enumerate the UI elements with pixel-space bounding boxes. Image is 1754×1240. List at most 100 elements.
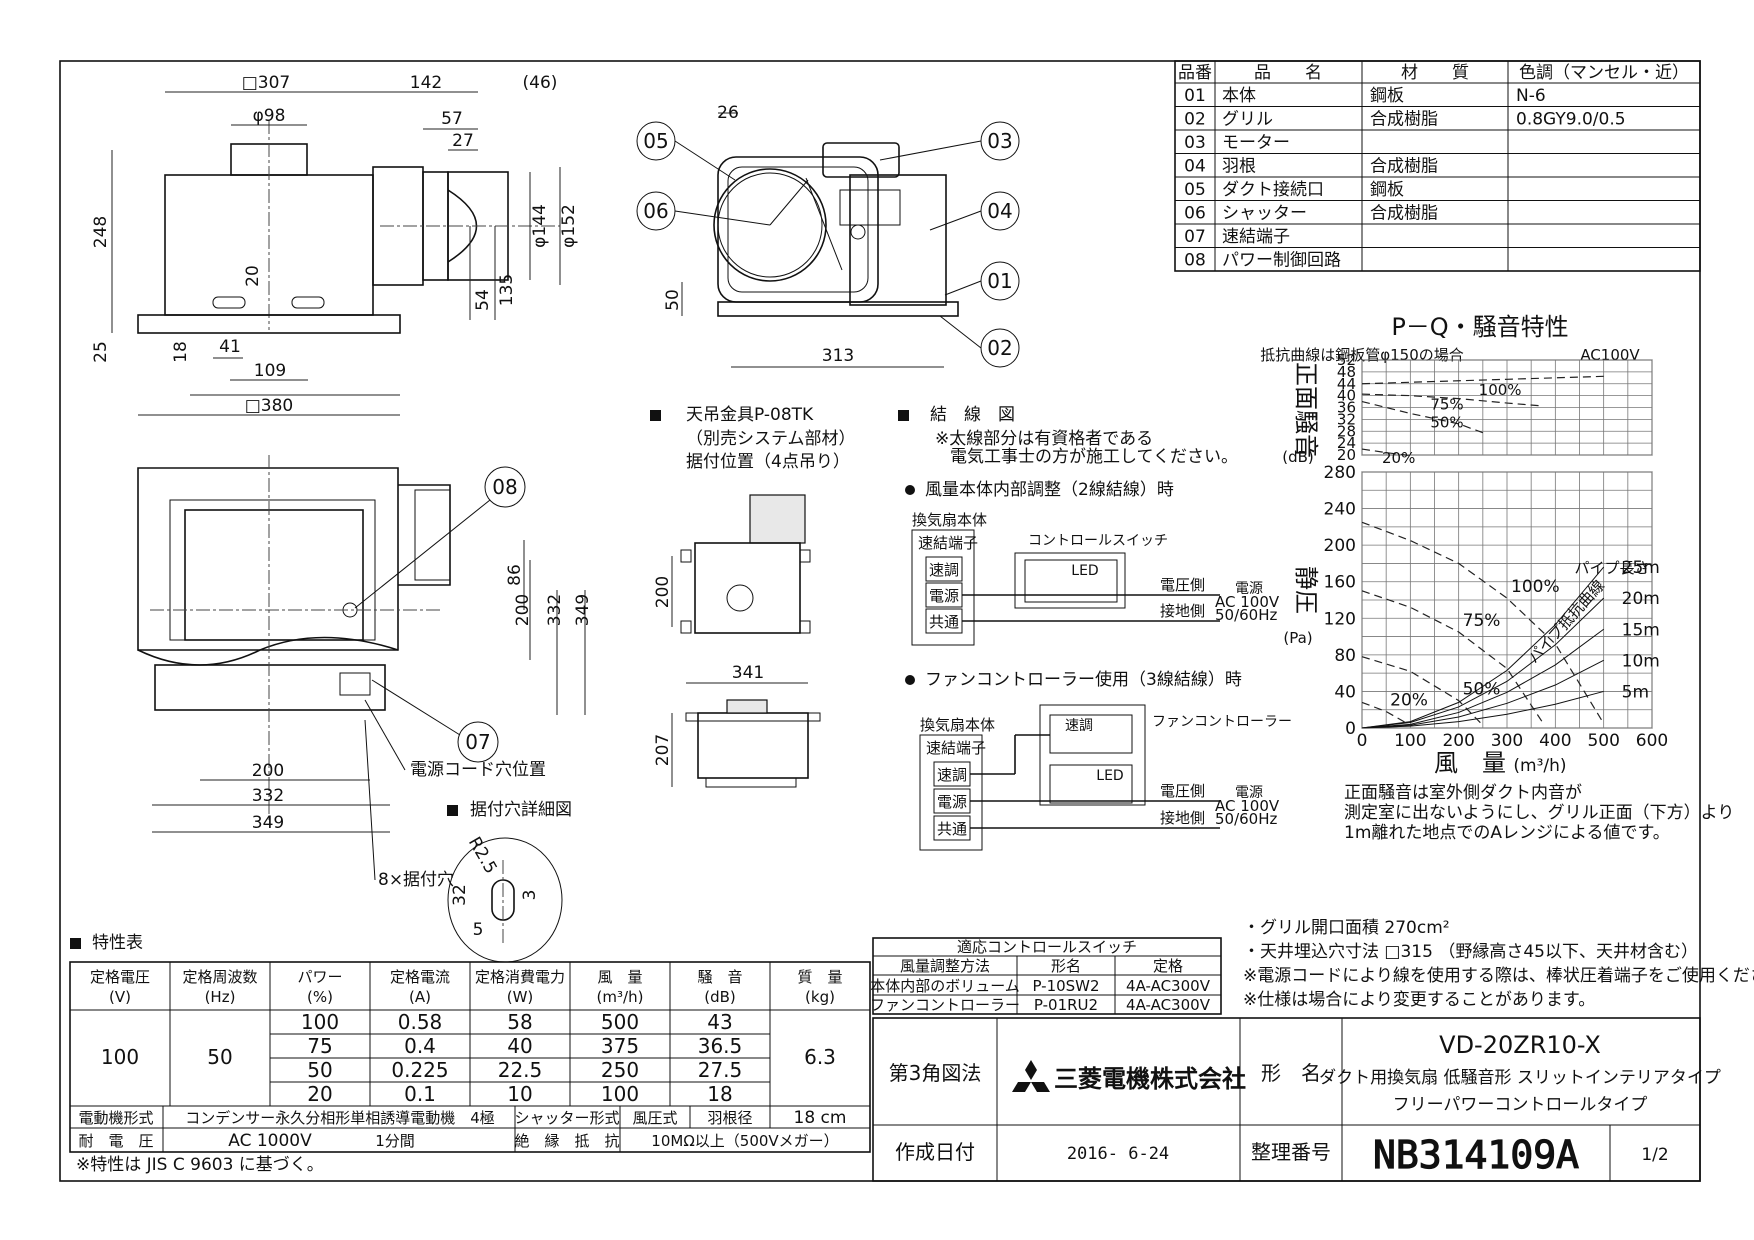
control-switch-title: 適応コントロールスイッチ — [957, 938, 1137, 956]
spec-cell-current: 0.4 — [404, 1034, 436, 1058]
wiring-case2-freq: 50/60Hz — [1215, 810, 1278, 828]
spec-cell-current: 0.1 — [404, 1082, 436, 1106]
pipe-curve-label: 25m — [1622, 558, 1660, 578]
wiring-case1-volt: 電圧側 — [1160, 576, 1205, 594]
side-dim-135: 135 — [497, 274, 517, 306]
spec-cell-watt: 10 — [507, 1082, 532, 1106]
control-switch-r2-model: P-01RU2 — [1034, 996, 1098, 1014]
wiring-case1-led: LED — [1071, 563, 1098, 579]
pq-note-1: 正面騒音は室外側ダクト内音が — [1344, 783, 1582, 803]
spec-header: 定格電圧 — [90, 968, 150, 986]
spec-header-unit: (V) — [109, 988, 131, 1006]
spec-header: パワー — [297, 968, 342, 986]
hanger-dim-207: 207 — [653, 734, 673, 766]
pipe-curve-line — [1361, 566, 1605, 729]
parts-row-no: 05 — [1184, 180, 1206, 200]
pq-x-tick: 200 — [1442, 731, 1474, 751]
control-switch-h1: 風量調整方法 — [900, 957, 990, 975]
pq-y-tick: 40 — [1334, 682, 1356, 702]
pipe-curve-label: 5m — [1622, 682, 1649, 702]
hole-dim-3: 3 — [520, 890, 540, 901]
noise-tick: 40 — [1337, 387, 1356, 405]
pq-x-tick: 100 — [1394, 731, 1426, 751]
wiring-case1-t3: 共通 — [929, 613, 959, 631]
parts-row-no: 01 — [1184, 86, 1206, 106]
side-dim-20: 20 — [243, 265, 263, 287]
spec-header-unit: (W) — [507, 988, 534, 1006]
front-dim-50: 50 — [663, 289, 683, 311]
pressure-axis-label: 静圧 — [1292, 566, 1320, 614]
side-dim-57: 57 — [441, 109, 463, 129]
wiring-case1-title: 風量本体内部調整（2線結線）時 — [925, 480, 1174, 500]
parts-header-no: 品番 — [1178, 63, 1212, 83]
callout-06-label: 06 — [643, 199, 668, 223]
spec-withstand-time: 1分間 — [375, 1132, 415, 1150]
control-switch-r1-method: 本体内部のボリューム — [870, 977, 1020, 995]
hole-detail-title: 据付穴詳細図 — [470, 800, 572, 820]
title-model: VD-20ZR10-X — [1439, 1031, 1601, 1059]
pq-x-tick: 500 — [1587, 731, 1619, 751]
spec-insulation-value: 10MΩ以上（500Vメガー） — [651, 1132, 838, 1150]
spec-cell-power: 20 — [307, 1082, 332, 1106]
title-date: 2016- 6-24 — [1067, 1144, 1169, 1164]
spec-header-unit: (%) — [307, 988, 333, 1006]
wiring-case2-spec: AC 100V — [1215, 797, 1280, 815]
wiring-case1-switch: コントロールスイッチ — [1028, 533, 1168, 549]
wiring-case1-freq: 50/60Hz — [1215, 606, 1278, 624]
pq-series-line — [1361, 590, 1544, 724]
pq-series-label: 50% — [1463, 680, 1501, 700]
parts-row-no: 07 — [1184, 227, 1206, 247]
side-dim-307: □307 — [242, 73, 291, 93]
pq-series-label: 75% — [1463, 611, 1501, 631]
title-description-1: ダクト用換気扇 低騒音形 スリットインテリアタイプ — [1319, 1068, 1721, 1088]
wiring-case1-t2: 電源 — [929, 587, 959, 605]
spec-cell-power: 75 — [307, 1034, 332, 1058]
spec-cell-noise: 18 — [707, 1082, 732, 1106]
spec-cell-flow: 375 — [601, 1034, 639, 1058]
noise-tick: 20 — [1337, 446, 1356, 464]
hanger-note2: 据付位置（4点吊り） — [686, 452, 850, 472]
spec-motor-label: 電動機形式 — [78, 1109, 153, 1127]
pipe-curve-line — [1361, 659, 1604, 729]
hanger-dim-341: 341 — [732, 663, 764, 683]
pq-y-tick: 0 — [1345, 719, 1356, 739]
pipe-length-label: パイプ長さ — [1574, 559, 1649, 577]
spec-motor-value: コンデンサー永久分相形単相誘導電動機 4極 — [185, 1109, 495, 1127]
noise-tick: 44 — [1337, 375, 1356, 393]
pipe-curve-line — [1361, 597, 1605, 729]
wiring-case1-terminal: 速結端子 — [918, 534, 978, 552]
callout-07 — [457, 721, 499, 763]
hanger-view: 天吊金具P-08TK （別売システム部材） 据付位置（4点吊り） 200 341… — [650, 405, 856, 788]
spec-header: 風 量 — [597, 968, 642, 986]
hole-dim-32: 32 — [450, 884, 470, 906]
note-2: ・天井埋込穴寸法 □315 （野縁高さ45以下、天井材含む） — [1243, 942, 1698, 962]
callout-05-label: 05 — [643, 129, 668, 153]
spec-header-unit: (kg) — [805, 988, 835, 1006]
spec-table: 特性表 定格電圧(V)定格周波数(Hz)パワー(%)定格電流(A)定格消費電力(… — [69, 933, 871, 1175]
control-switch-h3: 定格 — [1153, 957, 1183, 975]
side-dim-98: φ98 — [253, 106, 286, 126]
parts-row-name: 速結端子 — [1222, 227, 1290, 247]
side-dim-142: 142 — [410, 73, 442, 93]
parts-row-no: 08 — [1184, 251, 1206, 271]
spec-cell-noise: 43 — [707, 1010, 732, 1034]
wiring-case2-body: 換気扇本体 — [920, 716, 995, 734]
side-dim-27: 27 — [452, 131, 474, 151]
spec-voltage: 100 — [101, 1045, 139, 1069]
pq-note-3: 1m離れた地点でのAレンジによる値です。 — [1344, 823, 1670, 843]
spec-cell-flow: 100 — [601, 1082, 639, 1106]
pq-x-tick: 400 — [1539, 731, 1571, 751]
hole-detail: 据付穴詳細図 R2.5 3 32 5 — [447, 800, 572, 963]
parts-row-name: パワー制御回路 — [1222, 251, 1341, 271]
pq-y-tick: 240 — [1324, 500, 1356, 520]
spec-cell-flow: 500 — [601, 1010, 639, 1034]
spec-insulation-label: 絶 縁 抵 抗 — [514, 1132, 619, 1150]
parts-row-no: 04 — [1184, 157, 1206, 177]
title-block: 第3角図法 三菱電機株式会社 形 名 VD-20ZR10-X ダクト用換気扇 低… — [872, 1017, 1721, 1182]
general-notes: ・グリル開口面積 270cm² ・天井埋込穴寸法 □315 （野縁高さ45以下、… — [1243, 918, 1754, 1010]
noise-series-line — [1361, 393, 1544, 407]
x-axis-unit: (m³/h) — [1513, 756, 1566, 776]
spec-withstand-label: 耐 電 圧 — [78, 1132, 153, 1150]
pq-y-tick: 200 — [1324, 536, 1356, 556]
noise-tick: 52 — [1337, 351, 1356, 369]
